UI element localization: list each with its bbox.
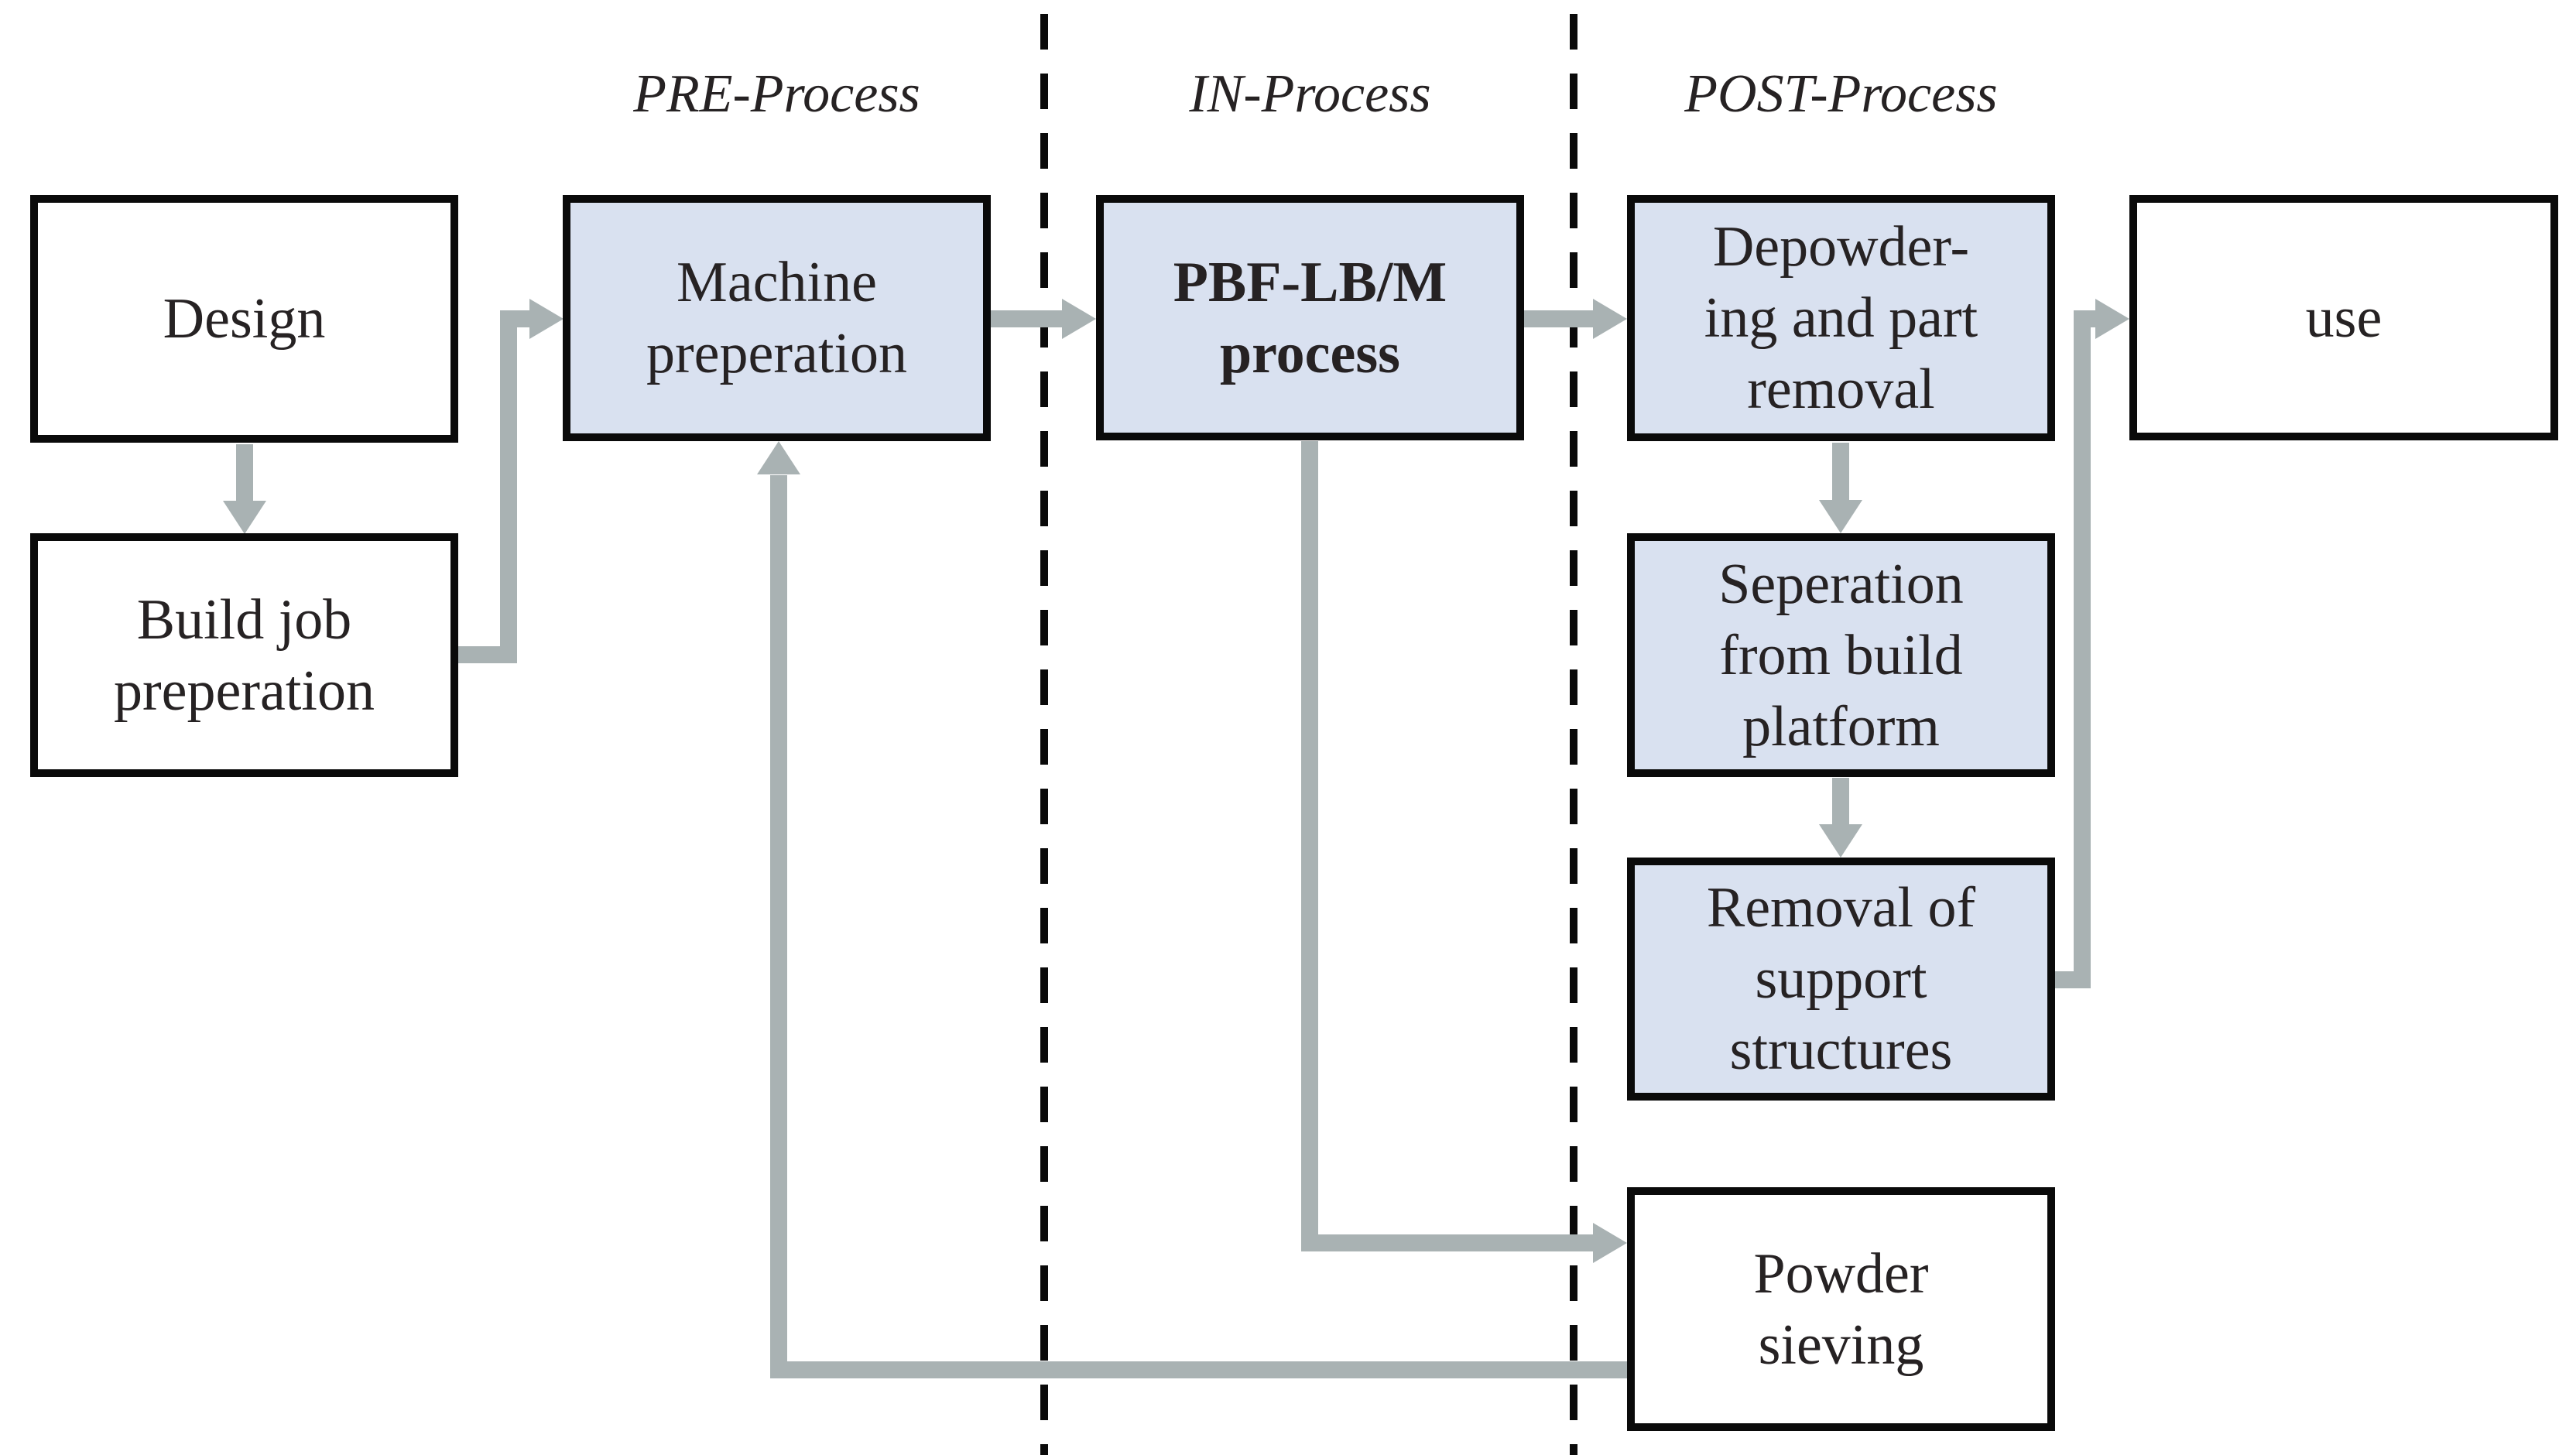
box-label-line: sieving: [1758, 1313, 1924, 1377]
box-depowdering-part-removal: Depowder- ing and part removal: [1627, 195, 2055, 441]
box-label-line: ing and part: [1704, 286, 1978, 350]
arrowhead-removal-to-use: [2095, 299, 2129, 339]
box-removal-of-support-structures: Removal of support structures: [1627, 858, 2055, 1101]
arrowhead-design-to-build-job: [223, 501, 266, 534]
box-label-line: removal: [1747, 358, 1935, 421]
phase-label-post-process: POST-Process: [1684, 64, 1998, 124]
box-machine-preperation: Machine preperation: [563, 195, 991, 441]
arrow-pbf-to-powder-sieving: [1301, 441, 1595, 1251]
box-use: use: [2129, 195, 2558, 440]
arrowhead-pbf-to-depowdering: [1593, 299, 1627, 339]
arrowhead-depowdering-to-separation: [1819, 500, 1862, 533]
box-label-line: preperation: [646, 322, 907, 385]
box-label-line: PBF-LB/M: [1173, 250, 1447, 314]
box-build-job-preperation: Build job preperation: [30, 533, 458, 777]
box-design: Design: [30, 195, 458, 443]
arrowhead-build-job-to-machine: [529, 299, 564, 339]
box-label-line: platform: [1742, 694, 1940, 758]
arrow-build-job-to-machine: [458, 310, 531, 663]
phase-label-pre-process: PRE-Process: [633, 64, 920, 124]
box-label-line: preperation: [114, 659, 375, 723]
box-seperation-from-build-platform: Seperation from build platform: [1627, 533, 2055, 777]
arrowhead-powder-sieving-to-machine: [757, 441, 800, 474]
box-label-line: process: [1220, 321, 1400, 385]
box-label-line: structures: [1729, 1018, 1953, 1082]
box-label-line: Design: [163, 287, 326, 351]
box-label-line: Removal of: [1706, 876, 1976, 940]
phase-label-in-process: IN-Process: [1189, 64, 1431, 124]
arrow-powder-sieving-to-machine: [770, 475, 1627, 1378]
box-label-line: support: [1755, 947, 1927, 1011]
arrowhead-separation-to-removal: [1819, 824, 1862, 858]
box-label-line: Build job: [136, 587, 352, 652]
box-label-line: Powder: [1753, 1241, 1929, 1306]
box-label-line: use: [2305, 286, 2382, 350]
arrow-removal-to-use: [2055, 310, 2097, 988]
box-powder-sieving: Powder sieving: [1627, 1187, 2055, 1431]
arrowhead-machine-to-pbf: [1062, 299, 1096, 339]
arrowhead-pbf-to-powder-sieving: [1593, 1223, 1627, 1263]
box-pbf-lb-m-process: PBF-LB/M process: [1096, 195, 1524, 440]
box-label-line: from build: [1719, 623, 1963, 687]
box-label-line: Depowder-: [1712, 215, 1970, 279]
box-label-line: Machine: [677, 251, 877, 314]
box-label-line: Seperation: [1718, 552, 1964, 616]
